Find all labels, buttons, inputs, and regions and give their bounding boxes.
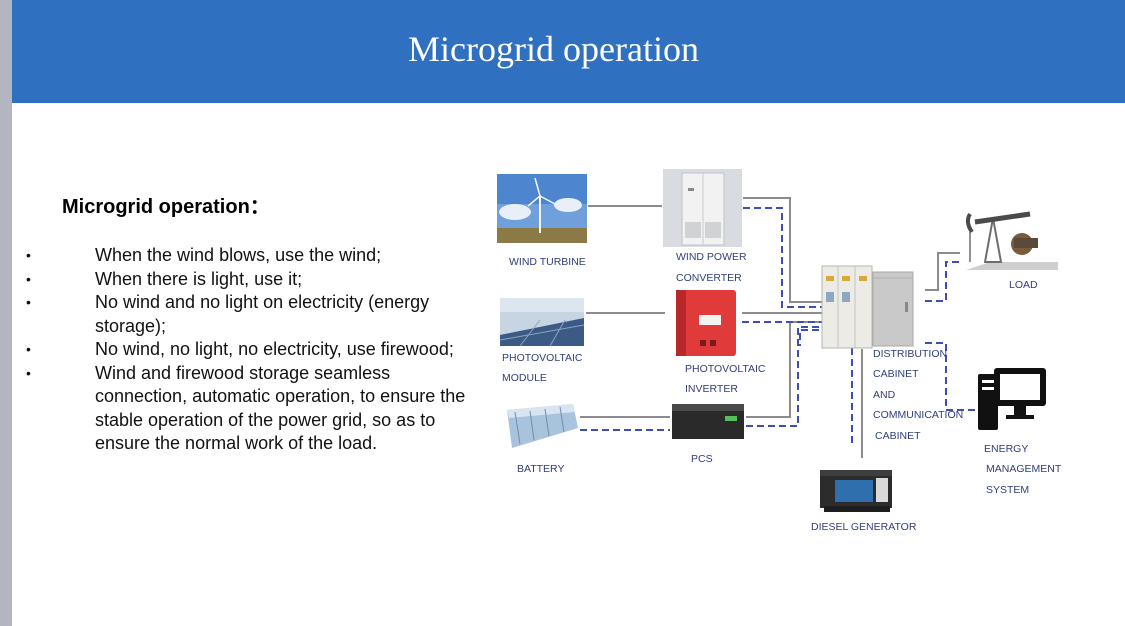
communication-cabinet-image — [873, 272, 913, 346]
distribution-cabinet-label-line4: COMMUNICATION — [873, 409, 963, 421]
photovoltaic-module-label-line1: PHOTOVOLTAIC — [502, 352, 583, 364]
distribution-cabinet-label-line3: AND — [873, 389, 896, 401]
energy-management-label-line3: SYSTEM — [986, 484, 1029, 496]
diesel-generator-image — [820, 470, 892, 512]
photovoltaic-inverter-label-line1: PHOTOVOLTAIC — [685, 363, 766, 375]
diesel-generator-label: DIESEL GENERATOR — [811, 521, 917, 533]
photovoltaic-inverter-image — [676, 290, 736, 356]
computer-icon — [978, 368, 1046, 430]
photovoltaic-module-image — [500, 298, 584, 346]
load-pump-jack-image — [966, 214, 1058, 270]
energy-management-label-line1: ENERGY — [984, 443, 1028, 455]
distribution-cabinet-label-line2: CABINET — [873, 368, 919, 380]
wind-power-converter-image — [663, 169, 742, 247]
distribution-cabinet-label-line1: DISTRIBUTION — [873, 348, 947, 360]
distribution-cabinet-image — [822, 266, 872, 348]
wind-power-converter-label-line1: WIND POWER — [676, 251, 747, 263]
wind-turbine-label: WIND TURBINE — [509, 256, 586, 268]
wind-power-converter-label-line2: CONVERTER — [676, 272, 742, 284]
load-label: LOAD — [1009, 279, 1038, 291]
photovoltaic-module-label-line2: MODULE — [502, 372, 547, 384]
battery-label: BATTERY — [517, 463, 564, 475]
wind-turbine-image — [497, 174, 587, 243]
battery-image — [507, 404, 578, 448]
pcs-label: PCS — [691, 453, 713, 465]
energy-management-label-line2: MANAGEMENT — [986, 463, 1062, 475]
distribution-cabinet-label-line5: CABINET — [875, 430, 921, 442]
photovoltaic-inverter-label-line2: INVERTER — [685, 383, 738, 395]
pcs-image — [672, 404, 744, 439]
